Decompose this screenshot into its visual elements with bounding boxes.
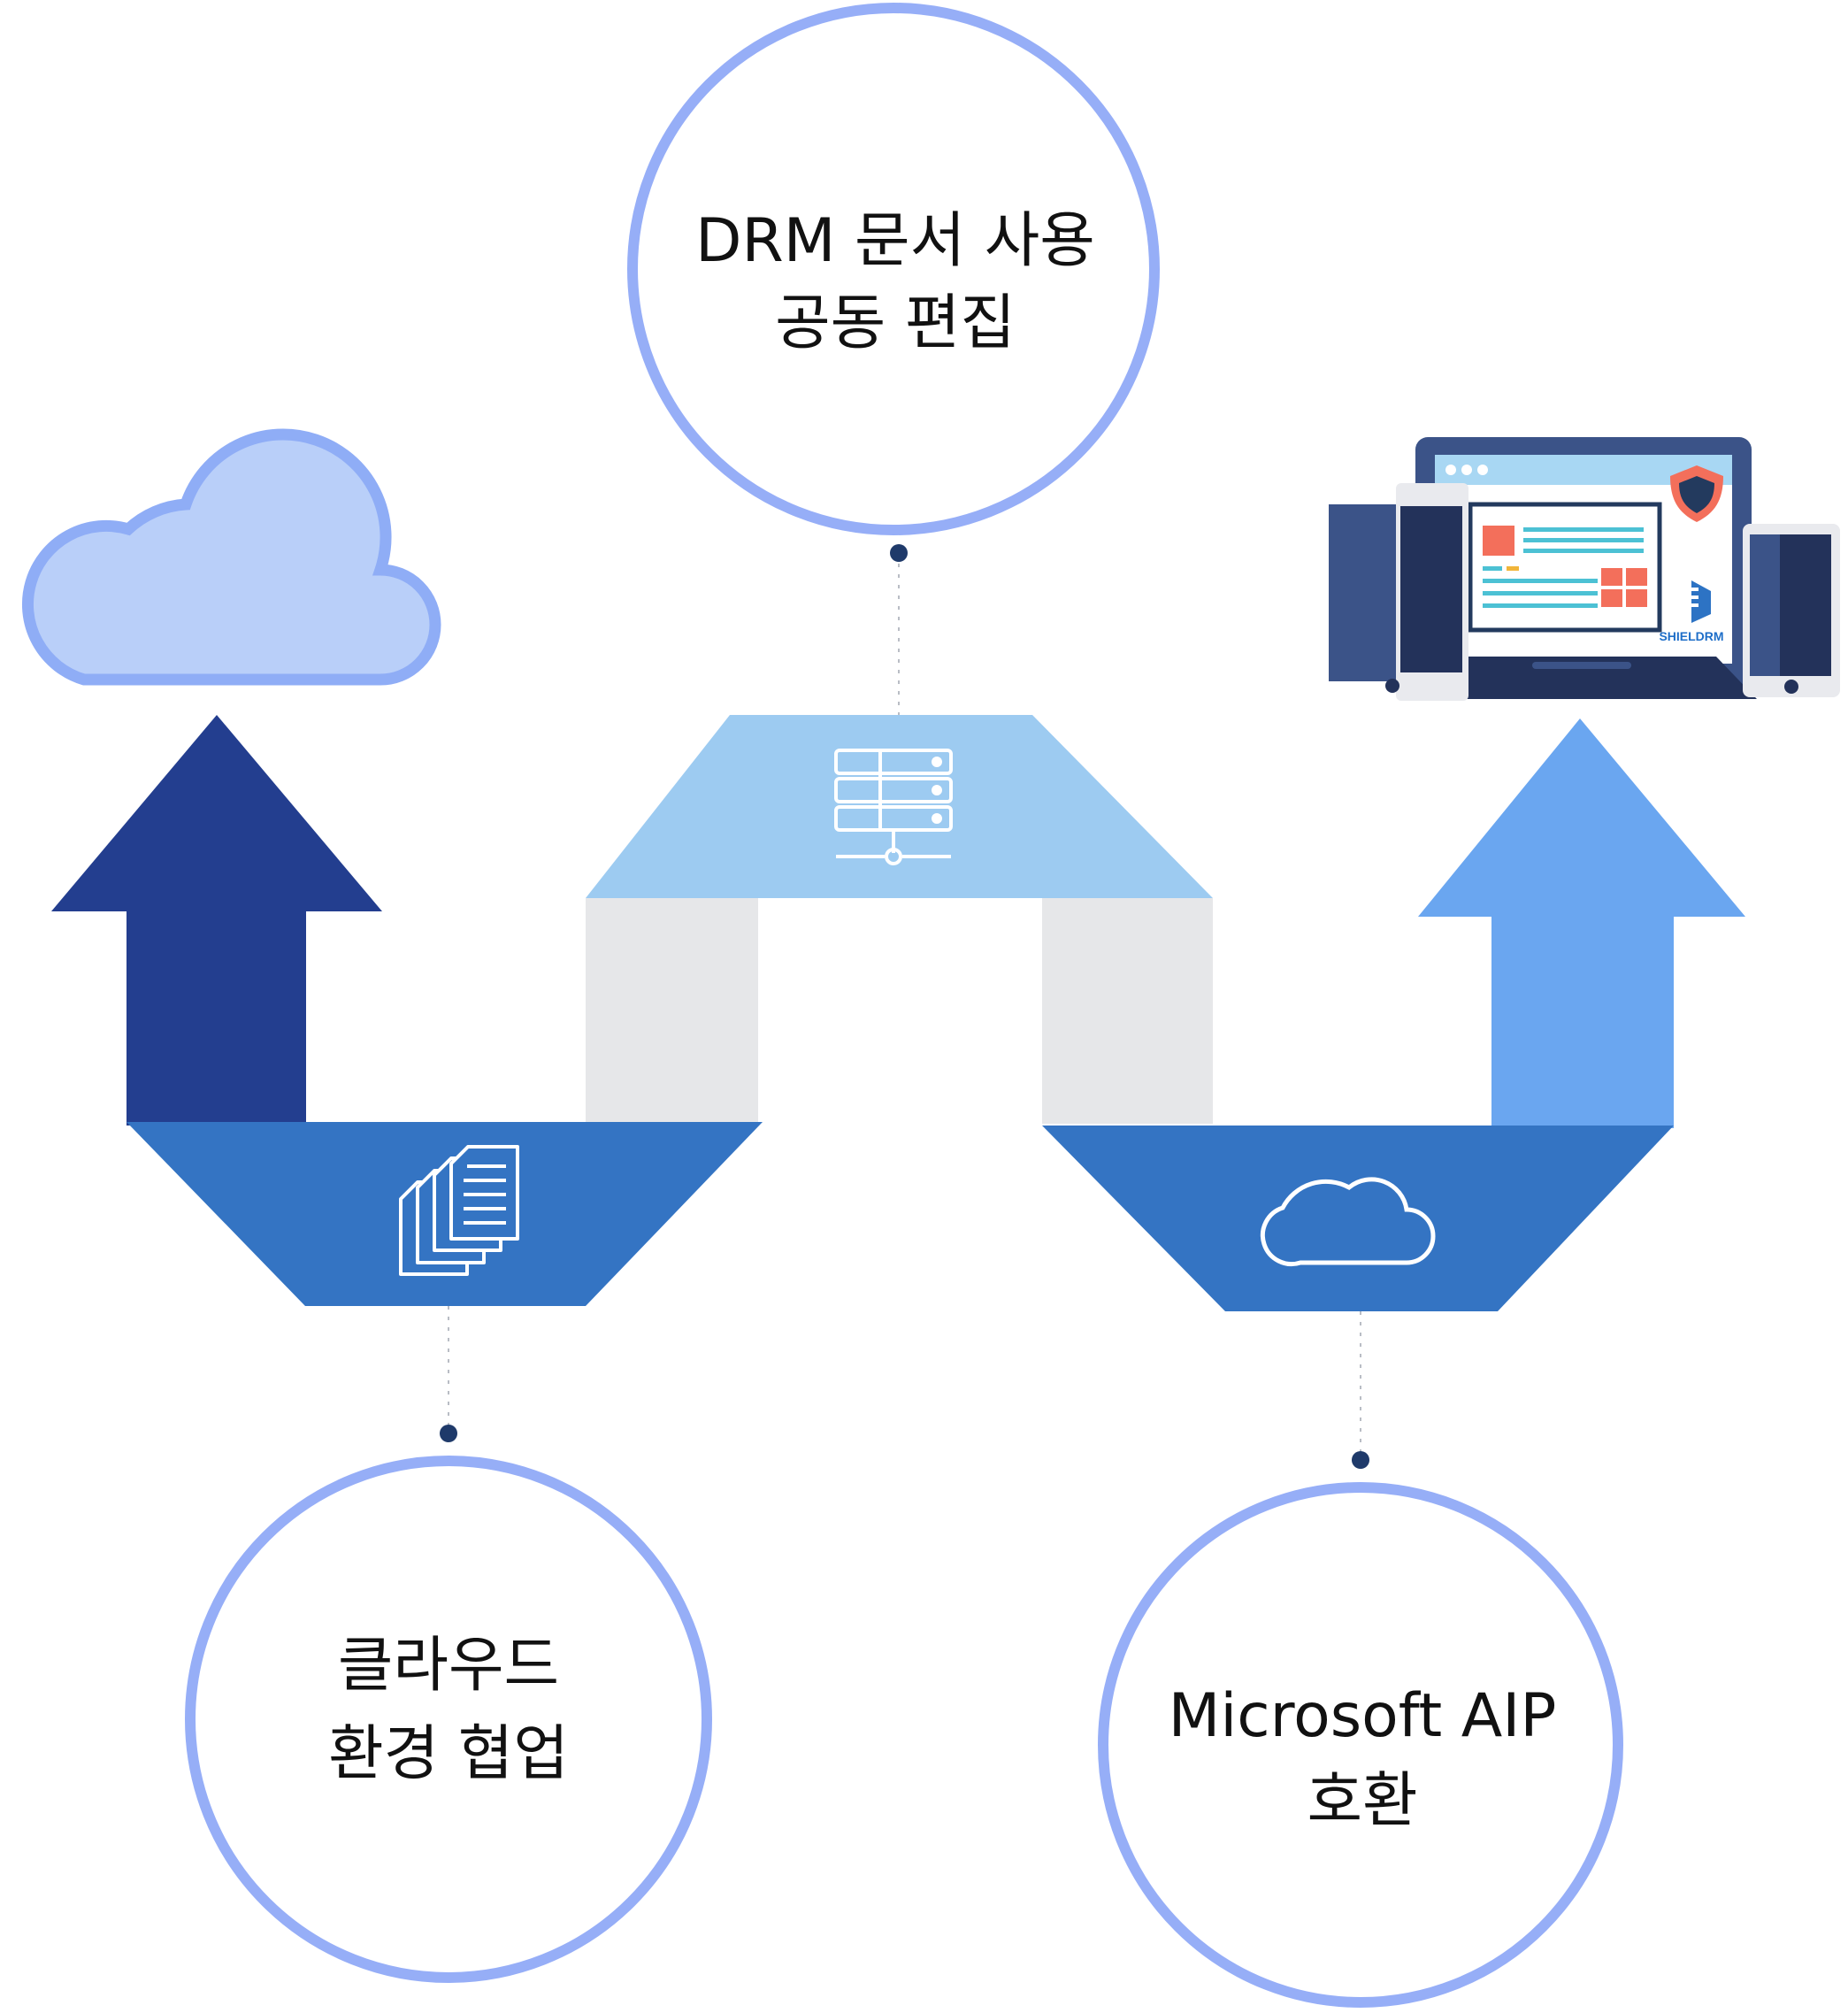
left-connector-dot (440, 1425, 457, 1442)
circle-bottom-left-line2: 환경 협업 (328, 1719, 569, 1789)
circle-bottom-left: 클라우드 환경 협업 (185, 1456, 712, 1983)
bottom-right-band (1042, 1126, 1674, 1311)
top-connector-dot (890, 544, 908, 562)
circle-bottom-right: Microsoft AIP 호환 (1098, 1482, 1623, 2008)
cloud-outline-icon (1260, 1177, 1436, 1267)
circle-bottom-left-line1: 클라우드 (338, 1631, 559, 1701)
brand-text: SHIELDRM (1659, 629, 1723, 643)
left-gray-column (586, 898, 758, 1124)
cloud-icon (21, 428, 441, 686)
circle-top-line2: 공동 편집 (775, 288, 1016, 358)
circle-bottom-right-line2: 호환 (1307, 1766, 1417, 1836)
right-up-arrow (1418, 718, 1745, 1128)
circle-top: DRM 문서 사용 공동 편집 (627, 3, 1160, 535)
circle-top-line1: DRM 문서 사용 (695, 206, 1095, 276)
circle-bottom-right-line1: Microsoft AIP (1169, 1681, 1557, 1751)
right-gray-column (1042, 898, 1213, 1124)
right-connector-dot (1352, 1451, 1369, 1469)
devices-icon: SHIELDRM (1329, 437, 1840, 701)
documents-icon (399, 1145, 519, 1276)
server-icon (834, 749, 953, 865)
left-up-arrow (51, 715, 382, 1126)
